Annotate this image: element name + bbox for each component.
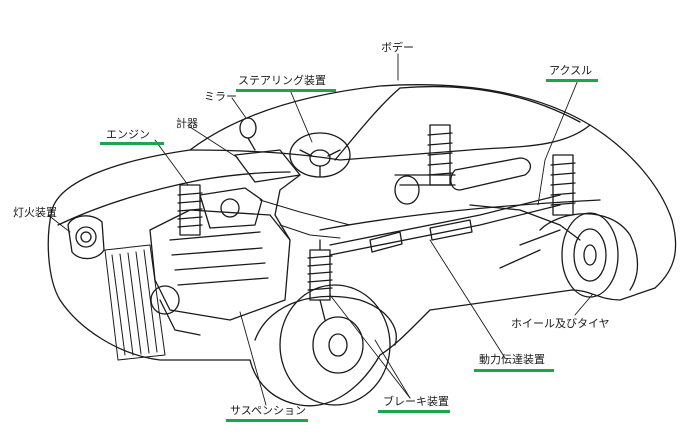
underline-brake: [378, 410, 450, 413]
radiator: [104, 244, 166, 361]
engine-block: [149, 187, 291, 336]
hood-line: [57, 171, 291, 226]
label-meter: 計器: [176, 117, 198, 130]
label-lighting: 灯火装置: [13, 206, 57, 219]
underline-axle: [546, 79, 598, 82]
rear-wheel: [561, 212, 619, 298]
front-coil-spring: [177, 184, 203, 236]
underline-power-train: [474, 369, 554, 372]
rear-axle-arm: [469, 204, 581, 241]
label-mirror: ミラー: [204, 90, 237, 103]
rear-wheel-arch: [539, 213, 639, 291]
label-engine: エンジン: [106, 128, 150, 141]
front-strut: [307, 239, 333, 321]
car-body-outline: [47, 84, 677, 407]
label-body: ボデー: [381, 41, 414, 54]
label-suspension: サスペンション: [230, 404, 307, 417]
rear-coil-left: [427, 124, 453, 186]
brake-line: [259, 199, 351, 239]
underline-engine: [100, 142, 164, 145]
underline-steering: [236, 89, 336, 92]
window-pillar: [334, 87, 401, 161]
label-power-train: 動力伝達装置: [479, 353, 545, 366]
drive-shaft: [329, 194, 561, 256]
exhaust-muffler: [394, 157, 532, 205]
label-brake: ブレーキ装置: [383, 395, 449, 408]
instrument-panel: [234, 149, 301, 183]
front-wheel: [279, 284, 391, 406]
front-wheel-arch: [254, 295, 397, 346]
windshield-line: [189, 124, 591, 161]
leader-lines: [47, 53, 593, 406]
front-brake-disc: [312, 316, 364, 374]
rear-wheel-hub: [573, 228, 607, 282]
side-belt-line: [319, 199, 601, 231]
underline-suspension: [226, 419, 308, 422]
roof-line: [399, 85, 581, 123]
label-steering: ステアリング装置: [238, 74, 326, 87]
steering-wheel: [274, 132, 351, 241]
label-wheel-tire: ホイール及びタイヤ: [511, 317, 610, 330]
mirror-shape: [239, 117, 257, 151]
label-axle: アクスル: [549, 64, 593, 77]
headlight: [67, 215, 105, 260]
rear-coil-right: [550, 154, 576, 216]
